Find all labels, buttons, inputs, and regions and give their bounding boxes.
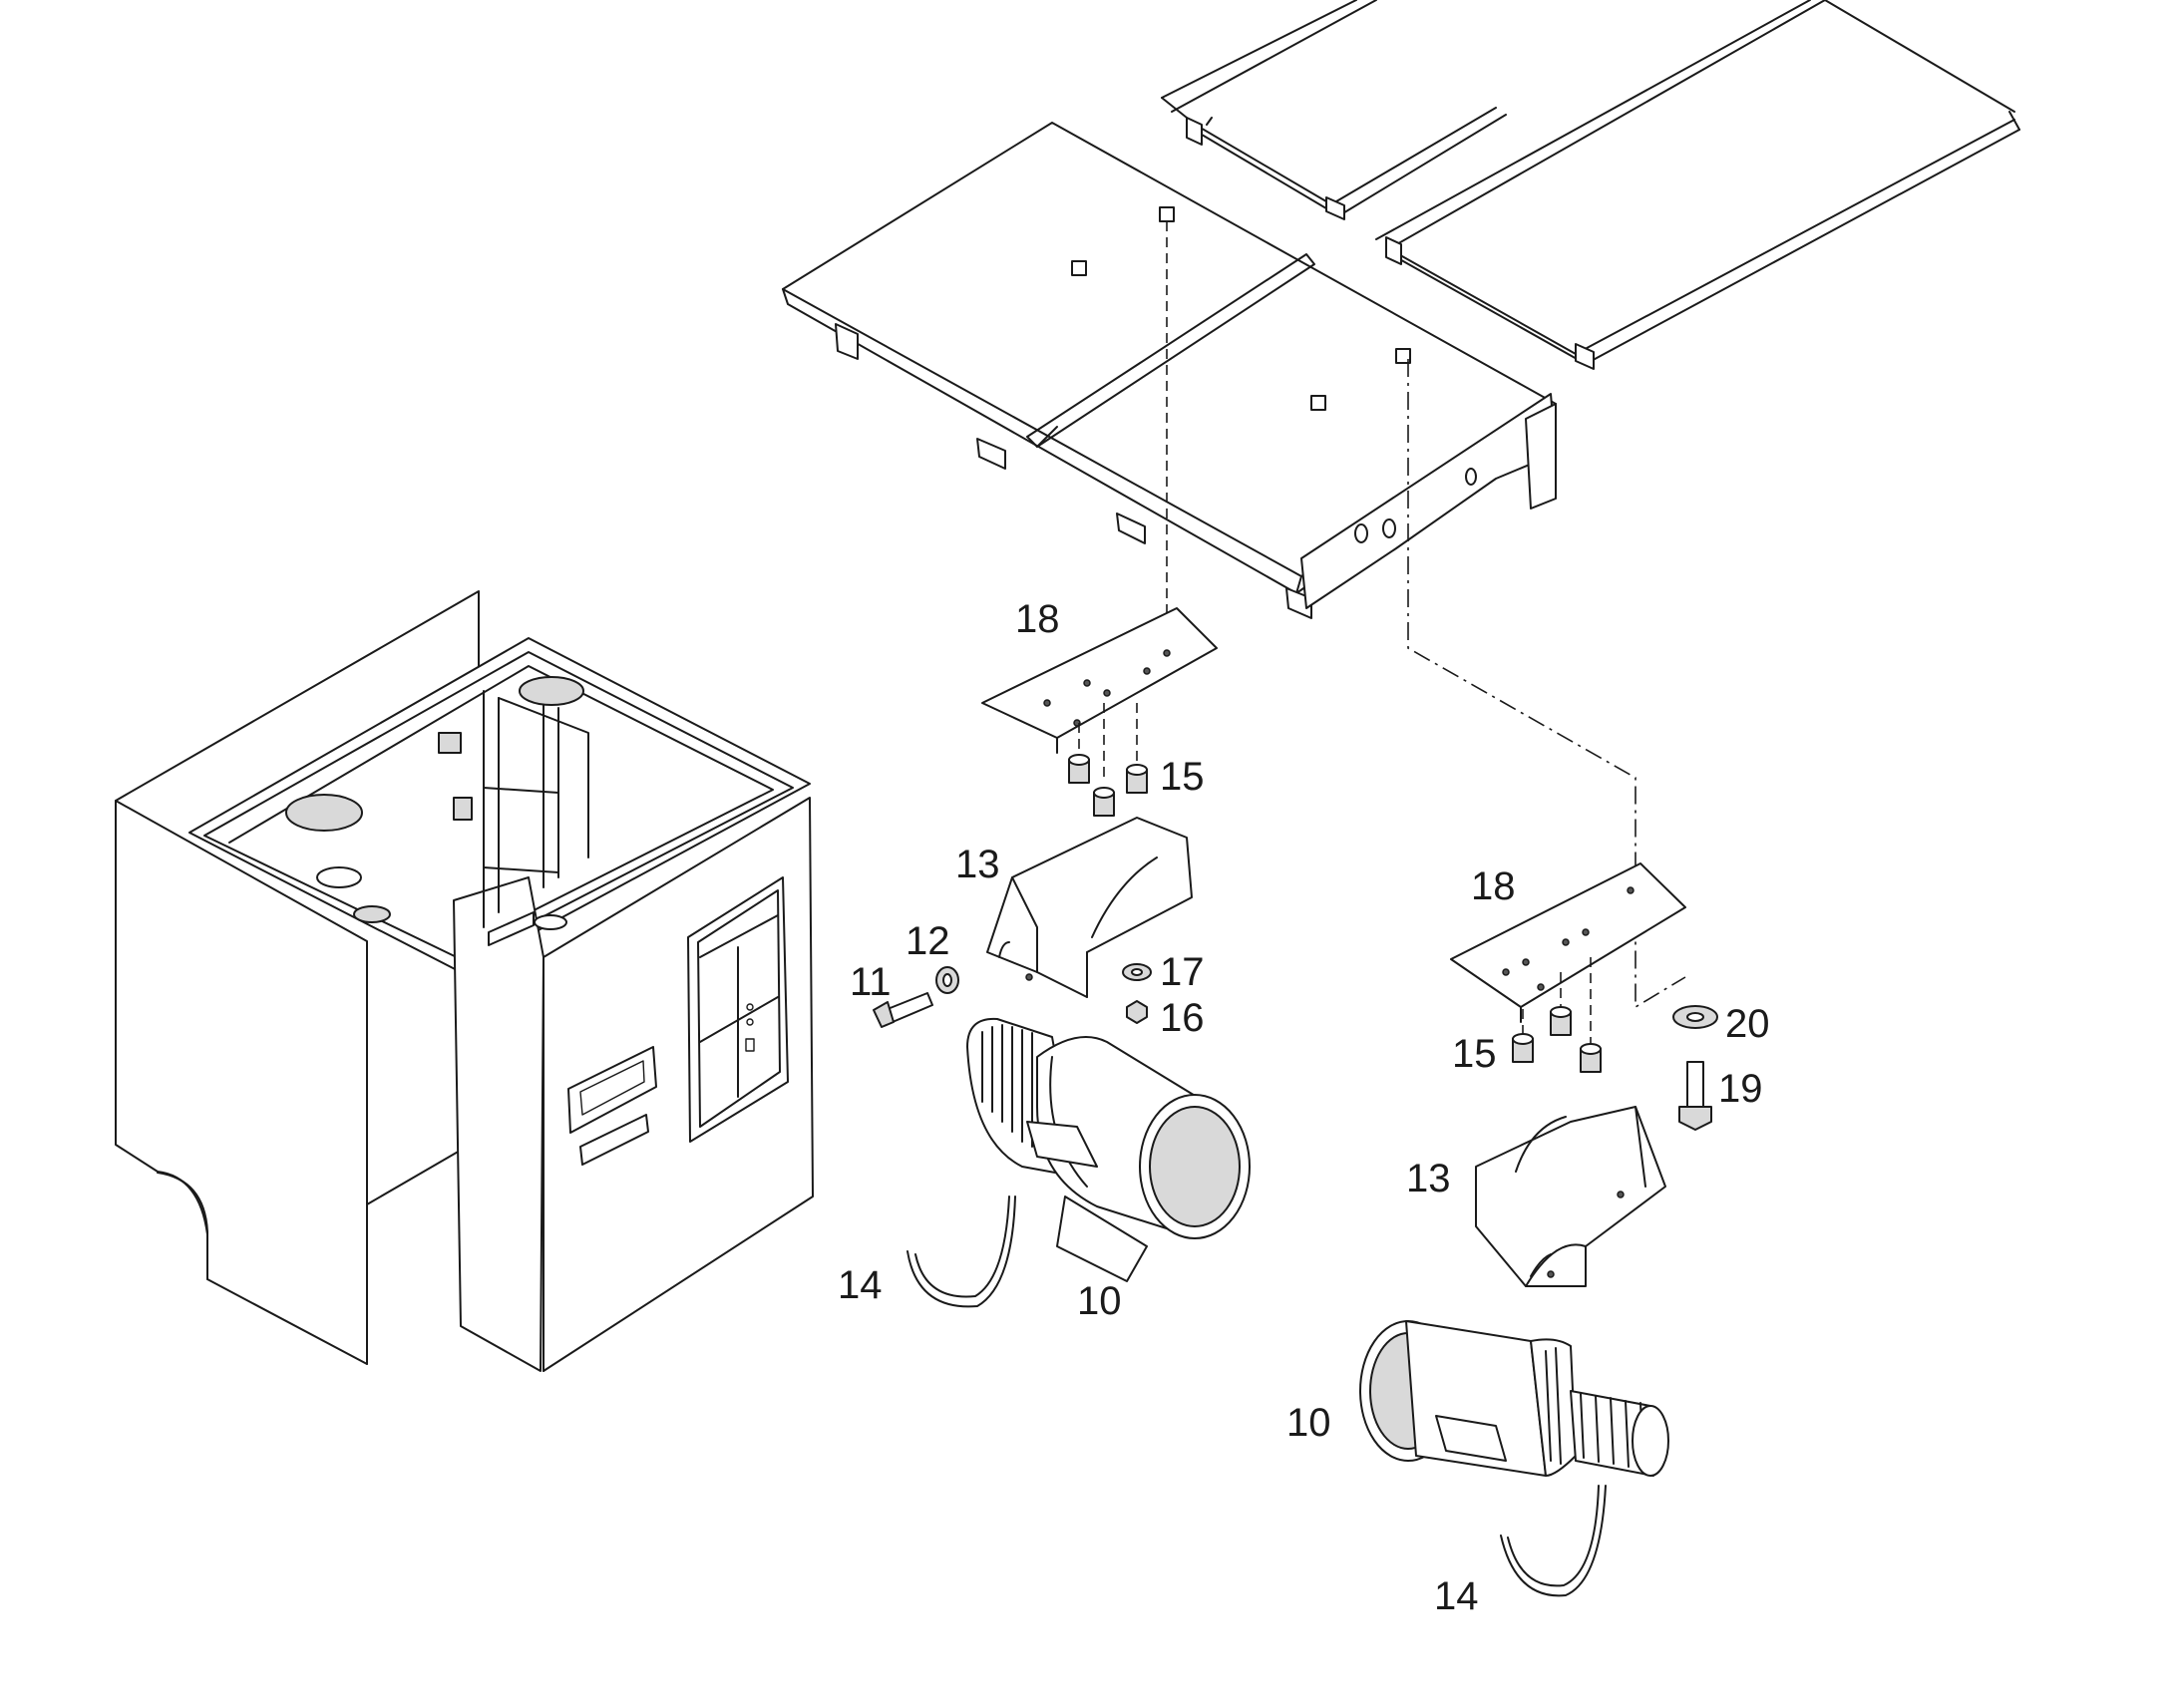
callout-labels: 18 15 13 12 11 17 16 14 10 18 15 20 19 1… — [838, 597, 1770, 1618]
callout-15-left: 15 — [1160, 755, 1205, 799]
motor-bracket-left — [986, 817, 1193, 998]
spacer-set-left — [1068, 754, 1148, 817]
alignment-line — [1522, 957, 1592, 1047]
callout-14-left: 14 — [838, 1263, 883, 1307]
mounting-plate-left — [981, 607, 1218, 754]
washer-20 — [1672, 1005, 1718, 1029]
callout-15-right: 15 — [1452, 1032, 1497, 1076]
callout-13-right: 13 — [1406, 1157, 1451, 1200]
callout-10-left: 10 — [1077, 1279, 1122, 1323]
mounting-plate-right — [1450, 862, 1686, 1023]
alignment-line — [1407, 359, 1686, 1009]
rear-frame-left — [1161, 0, 1507, 220]
strap-14-right — [1500, 1485, 1607, 1597]
washer-17 — [1122, 963, 1152, 981]
strap-14-left — [907, 1196, 1016, 1308]
washer-12 — [935, 966, 959, 994]
rear-frame-right — [1375, 0, 2020, 370]
nut-16 — [1126, 1000, 1148, 1024]
motor-10-left — [966, 1017, 1251, 1282]
callout-17: 17 — [1160, 950, 1205, 994]
motor-10-right — [1359, 1320, 1669, 1477]
callout-18-left: 18 — [1015, 597, 1060, 641]
callout-20: 20 — [1725, 1002, 1770, 1046]
callout-10-right: 10 — [1286, 1401, 1331, 1445]
callout-19: 19 — [1718, 1067, 1763, 1111]
callout-14-right: 14 — [1434, 1574, 1479, 1618]
bolt-11 — [873, 992, 933, 1028]
motor-bracket-right — [1475, 1106, 1666, 1287]
callout-16: 16 — [1160, 996, 1205, 1040]
top-cover-panel — [782, 122, 1557, 619]
bolt-19 — [1678, 1061, 1712, 1131]
callout-12: 12 — [906, 919, 950, 963]
spacer-set-right — [1512, 1006, 1602, 1073]
callout-11: 11 — [850, 960, 892, 1004]
alignment-line — [1078, 703, 1138, 783]
callout-18-right: 18 — [1471, 864, 1516, 908]
callout-13-left: 13 — [955, 843, 1000, 886]
cabinet-enclosure — [115, 590, 814, 1372]
